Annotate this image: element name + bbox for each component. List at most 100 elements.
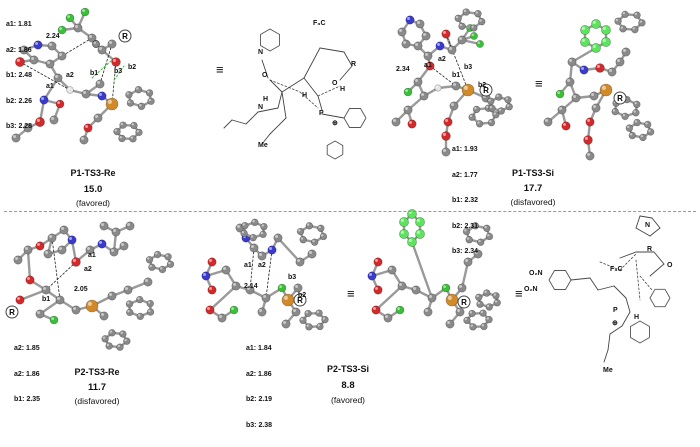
plus-charge-label: ⊕: [332, 119, 338, 127]
atom: [388, 266, 396, 274]
atom-highlight: [43, 287, 46, 290]
atom: [36, 310, 44, 318]
distance-line: b3: 2.28: [6, 123, 32, 132]
atom-highlight: [323, 317, 325, 319]
atom: [50, 116, 58, 124]
atom: [106, 343, 113, 350]
oxygen-label: O: [332, 80, 337, 87]
atom-highlight: [147, 91, 149, 93]
atom: [488, 119, 495, 126]
atom: [120, 242, 128, 250]
atom-highlight: [451, 103, 454, 106]
atom: [633, 109, 640, 116]
atom-highlight: [621, 26, 623, 28]
lewis-bond: [604, 350, 608, 362]
atom: [106, 98, 118, 110]
atom-highlight: [567, 79, 570, 82]
lewis-bond: [232, 120, 246, 124]
atom-highlight: [111, 249, 114, 252]
atom-highlight: [155, 252, 157, 254]
atom-highlight: [121, 243, 124, 246]
atom-highlight: [569, 59, 572, 62]
atom-highlight: [101, 313, 104, 316]
atom-highlight: [127, 92, 129, 94]
atom-highlight: [73, 307, 76, 310]
lewis-bond: [620, 252, 636, 258]
section-divider: [4, 211, 696, 212]
distance-line: b2: 2.26: [6, 98, 32, 107]
equivalence-sign: ≡: [216, 62, 224, 77]
atom-highlight: [487, 305, 489, 307]
atom-highlight: [295, 285, 298, 288]
atom: [470, 32, 477, 39]
atom-highlight: [506, 97, 508, 99]
atom-highlight: [425, 53, 428, 56]
atom-highlight: [645, 122, 647, 124]
atom-highlight: [293, 309, 296, 312]
atom-highlight: [401, 231, 404, 234]
atom: [475, 10, 482, 17]
atom-highlight: [127, 310, 129, 312]
distance-line: a2: 1.85: [14, 345, 40, 354]
atom: [448, 46, 456, 54]
atom: [232, 282, 240, 290]
atom: [634, 12, 641, 19]
atom-highlight: [147, 257, 149, 259]
atom-highlight: [593, 45, 596, 48]
distance-line: b3: 2.38: [246, 422, 272, 431]
atom-highlight: [581, 67, 584, 70]
atom: [306, 323, 313, 330]
equivalence-sign: ≡: [535, 76, 543, 91]
atom-highlight: [630, 133, 632, 135]
atom-highlight: [459, 285, 462, 288]
atom-highlight: [113, 59, 116, 62]
atom: [119, 331, 126, 338]
benzene-ring: [631, 321, 650, 343]
atom: [120, 122, 127, 129]
benzene-ring: [344, 109, 366, 128]
atom-highlight: [603, 39, 606, 42]
atom: [146, 90, 153, 97]
atom-highlight: [415, 43, 418, 46]
atom: [126, 309, 133, 316]
atom-highlight: [375, 287, 378, 290]
atom: [86, 300, 98, 312]
r-group-text: R: [122, 32, 128, 41]
atom-highlight: [307, 324, 309, 326]
atom-highlight: [493, 112, 495, 114]
distance-label: 2.14: [244, 283, 258, 290]
atom-highlight: [127, 302, 129, 304]
atom-highlight: [617, 59, 620, 62]
r-group-text: R: [461, 298, 467, 307]
lewis-bond: [622, 312, 630, 326]
atom: [622, 11, 629, 18]
atom-highlight: [633, 27, 635, 29]
atom-highlight: [94, 42, 96, 44]
atom-highlight: [582, 27, 585, 30]
atom-highlight: [413, 287, 416, 290]
atom-highlight: [51, 117, 54, 120]
p2-re-preference: (disfavored): [57, 396, 137, 406]
methyl-label: Me: [258, 142, 268, 149]
p2-si-title: P2-TS3-Si: [303, 364, 393, 374]
atom: [404, 106, 412, 114]
atom-highlight: [609, 69, 612, 72]
atom: [584, 136, 593, 145]
atom-highlight: [487, 234, 489, 236]
atom-highlight: [145, 279, 148, 282]
atom: [398, 282, 406, 290]
atom-highlight: [298, 229, 300, 231]
atom-highlight: [582, 39, 585, 42]
lewis-dash: [636, 260, 640, 300]
atom-highlight: [482, 324, 484, 326]
atom: [306, 222, 313, 229]
atom-highlight: [648, 130, 650, 132]
atom: [459, 23, 466, 30]
atom-highlight: [166, 254, 168, 256]
atom-highlight: [127, 223, 130, 226]
atom-highlight: [109, 293, 112, 296]
r-group-label: R: [647, 246, 652, 253]
atom-highlight: [121, 123, 123, 125]
atom: [278, 284, 286, 292]
atom-highlight: [68, 88, 70, 90]
